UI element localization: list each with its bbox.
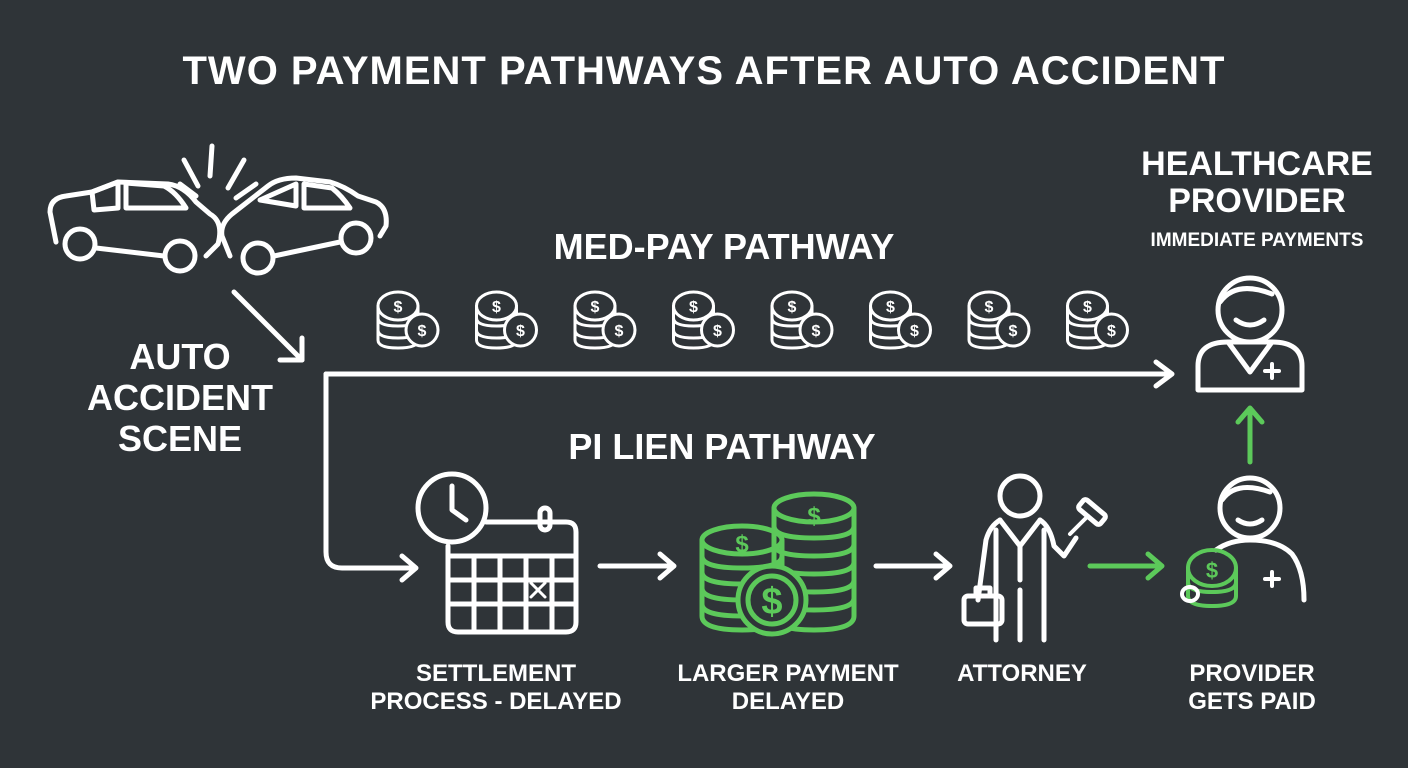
money-stack-icon: $ $ $ <box>699 491 857 637</box>
svg-text:$: $ <box>689 299 698 316</box>
med-pay-flow-arrow <box>323 359 1175 389</box>
pi-lien-heading: PI LIEN PATHWAY <box>568 426 876 467</box>
doctor-icon <box>1195 275 1305 393</box>
car-crash-icon <box>47 143 389 276</box>
step-label-line: GETS PAID <box>1188 687 1316 715</box>
svg-text:$: $ <box>788 299 797 316</box>
step-label-line: PROVIDER <box>1189 660 1315 687</box>
svg-text:$: $ <box>492 299 501 316</box>
coin-stack-icon: $$ <box>376 290 440 350</box>
step-label-line: ATTORNEY <box>957 660 1087 687</box>
svg-text:$: $ <box>418 323 427 340</box>
coin-stack-icon: $$ <box>1066 290 1129 350</box>
provider-title-line: HEALTHCARE <box>1141 145 1373 183</box>
svg-text:$: $ <box>1083 299 1092 316</box>
accident-scene-line: SCENE <box>117 418 243 460</box>
svg-text:$: $ <box>394 299 403 316</box>
svg-text:$: $ <box>1206 558 1218 583</box>
step-settlement-label: SETTLEMENT PROCESS - DELAYED <box>356 660 636 715</box>
arrow-scene-icon <box>231 289 305 363</box>
accident-scene-line: AUTO <box>129 336 231 377</box>
step-label-line: SETTLEMENT <box>416 660 576 687</box>
step-label-line: LARGER PAYMENT <box>677 660 899 687</box>
clock-icon <box>415 471 489 545</box>
coin-stack-icon: $$ <box>672 290 735 350</box>
arrow-step-2-icon <box>873 551 953 581</box>
svg-text:$: $ <box>910 323 919 340</box>
step-attorney-label: ATTORNEY <box>922 660 1122 688</box>
coin-stack-icon: $$ <box>967 290 1031 350</box>
svg-text:$: $ <box>713 323 722 340</box>
accident-scene-line: ACCIDENT <box>87 377 273 419</box>
svg-text:$: $ <box>516 323 525 340</box>
accident-scene-label: AUTO ACCIDENT SCENE <box>70 336 290 459</box>
svg-text:$: $ <box>1009 323 1018 340</box>
svg-text:$: $ <box>1107 323 1116 340</box>
step-payment-label: LARGER PAYMENT DELAYED <box>638 660 938 715</box>
diagram-title: TWO PAYMENT PATHWAYS AFTER AUTO ACCIDENT <box>182 49 1226 93</box>
svg-text:$: $ <box>735 531 749 558</box>
svg-text:$: $ <box>812 323 821 340</box>
doctor-icon <box>1213 475 1307 603</box>
coin-stack-icon: $$ <box>770 290 834 350</box>
svg-text:$: $ <box>591 299 600 316</box>
svg-text:$: $ <box>807 503 821 530</box>
pi-lien-flow-arrow <box>323 371 419 583</box>
med-pay-heading: MED-PAY PATHWAY <box>553 226 895 267</box>
svg-text:$: $ <box>886 299 895 316</box>
svg-text:$: $ <box>761 581 782 623</box>
coin-stack-icon: $$ <box>475 290 538 350</box>
step-provider-paid-label: PROVIDER GETS PAID <box>1142 660 1362 715</box>
coin-stack-icon: $ <box>1180 548 1238 608</box>
attorney-icon <box>961 473 1108 643</box>
calendar-icon <box>445 505 579 635</box>
svg-text:$: $ <box>615 323 624 340</box>
arrow-up-icon <box>1235 405 1265 465</box>
provider-title-line: PROVIDER <box>1168 182 1346 221</box>
provider-title: HEALTHCARE PROVIDER <box>1112 145 1402 221</box>
coin-stack-icon: $$ <box>869 290 932 350</box>
step-label-line: DELAYED <box>731 687 845 715</box>
coin-stack-icon: $$ <box>573 290 637 350</box>
svg-text:$: $ <box>985 299 994 316</box>
provider-subtitle: IMMEDIATE PAYMENTS <box>1150 230 1364 251</box>
med-pay-coins: $$$$$$$$$$$$$$$$ <box>376 290 1129 350</box>
step-label-line: PROCESS - DELAYED <box>370 687 622 715</box>
arrow-step-1-icon <box>597 551 677 581</box>
arrow-step-3-icon <box>1087 551 1165 581</box>
